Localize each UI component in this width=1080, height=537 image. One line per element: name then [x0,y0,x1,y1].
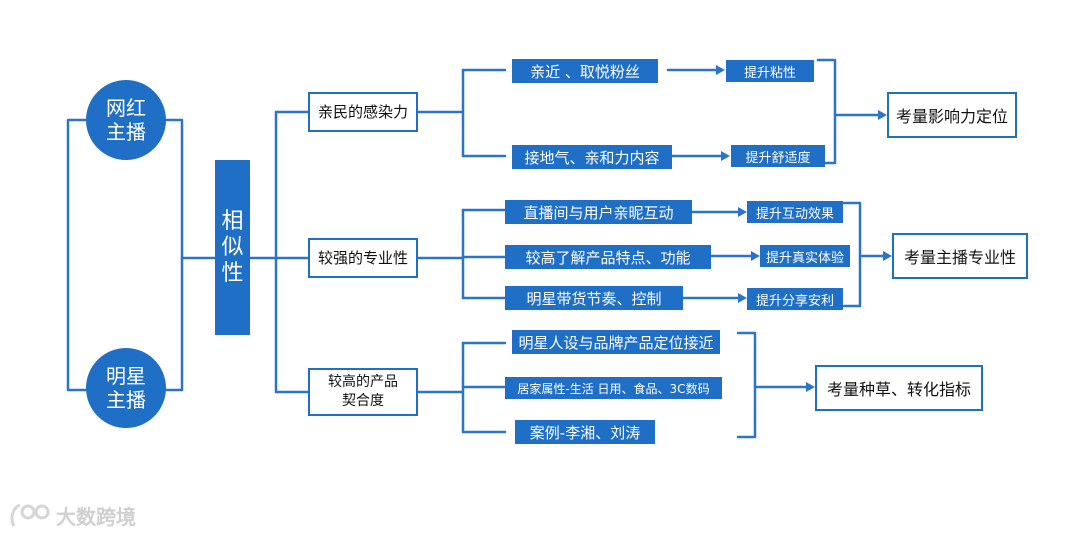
item-label: 接地气、亲和力内容 [524,148,660,167]
effect-label: 提升舒适度 [745,150,811,166]
category-label: 较高的产品 契合度 [328,374,398,409]
host-label: 明星 主播 [106,364,146,412]
category-box-product-fit: 较高的产品 契合度 [308,368,418,416]
host-label: 网红 主播 [106,96,146,144]
effect-label: 提升分享安利 [755,293,834,309]
watermark: 大数跨境 [8,500,136,530]
result-label: 考量种草、转化指标 [826,380,971,399]
similarity-node: 相 似 性 [215,160,250,335]
effect-tag: 提升舒适度 [731,145,825,167]
effect-label: 提升真实体验 [765,250,844,266]
item-label: 明星人设与品牌产品定位接近 [518,333,714,352]
item-box: 较高了解产品特点、功能 [505,245,711,269]
item-label: 较高了解产品特点、功能 [525,248,691,267]
result-box-professional: 考量主播专业性 [892,233,1028,279]
effect-tag: 提升粘性 [726,60,814,82]
category-label: 亲民的感染力 [317,102,408,121]
result-label: 考量影响力定位 [895,107,1008,126]
item-box: 明星带货节奏、控制 [505,286,683,310]
item-label: 案例-李湘、刘涛 [529,423,641,442]
effect-label: 提升粘性 [743,65,796,81]
category-box-appeal: 亲民的感染力 [308,92,418,132]
item-label: 直播间与用户亲昵互动 [523,203,674,222]
item-label: 居家属性-生活 日用、食品、3C数码 [517,381,710,396]
similarity-label: 相 似 性 [221,208,244,286]
result-label: 考量主播专业性 [903,248,1016,267]
result-box-influence: 考量影响力定位 [887,92,1017,138]
host-circle-star: 明星 主播 [86,348,166,428]
category-box-professional: 较强的专业性 [308,238,418,278]
result-box-conversion: 考量种草、转化指标 [815,365,983,411]
effect-tag: 提升互动效果 [747,201,843,223]
effect-tag: 提升分享安利 [747,288,843,310]
item-label: 明星带货节奏、控制 [526,289,662,308]
watermark-text: 大数跨境 [56,504,136,529]
item-label: 亲近 、取悦粉丝 [530,62,640,81]
watermark-logo-icon [10,503,50,527]
item-box: 案例-李湘、刘涛 [515,420,655,444]
item-box: 亲近 、取悦粉丝 [512,59,658,83]
item-box: 接地气、亲和力内容 [512,145,672,169]
host-circle-internet-celebrity: 网红 主播 [86,80,166,160]
item-box: 直播间与用户亲昵互动 [505,200,692,224]
item-box: 明星人设与品牌产品定位接近 [512,330,720,354]
item-box: 居家属性-生活 日用、食品、3C数码 [505,377,722,399]
effect-label: 提升互动效果 [755,206,834,222]
category-label: 较强的专业性 [317,248,408,267]
effect-tag: 提升真实体验 [760,245,850,267]
